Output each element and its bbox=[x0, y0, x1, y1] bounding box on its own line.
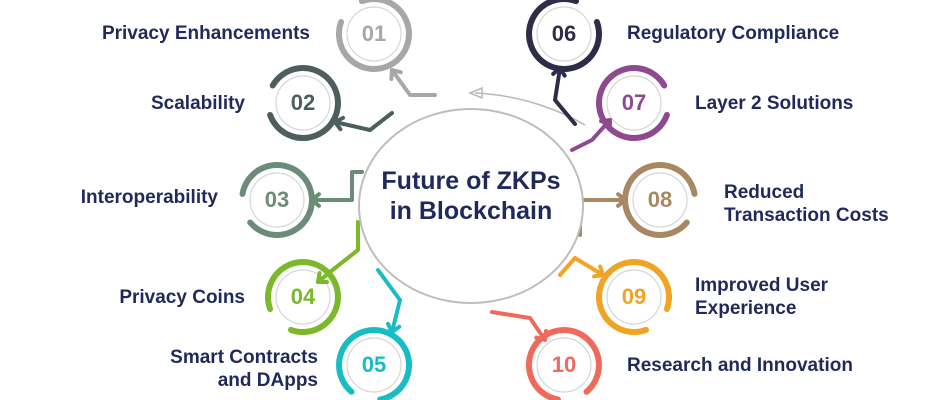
item-09-inner-circle bbox=[606, 269, 662, 325]
center-title-line2: in Blockchain bbox=[389, 197, 553, 225]
item-07-connector bbox=[570, 118, 612, 152]
item-01-number: 01 bbox=[361, 21, 387, 46]
center-title-line1: Future of ZKPs bbox=[381, 167, 561, 195]
item-09-label-line1: Improved User bbox=[695, 275, 829, 296]
item-05-label: Smart Contracts and DApps bbox=[170, 346, 318, 392]
item-09-label: Improved User Experience bbox=[695, 274, 828, 320]
item-04-inner-circle bbox=[275, 269, 331, 325]
center-circle bbox=[358, 108, 584, 304]
item-02-connector bbox=[333, 111, 394, 132]
item-06-label: Regulatory Compliance bbox=[627, 23, 840, 44]
item-05-label-line1: Smart Contracts bbox=[170, 347, 318, 368]
item-06-ring bbox=[526, 0, 602, 72]
item-04-number: 04 bbox=[290, 284, 316, 309]
item-05-number: 05 bbox=[361, 352, 387, 377]
item-01-arrowhead bbox=[389, 68, 403, 81]
item-08-ring bbox=[622, 161, 698, 238]
center-title: Future of ZKPs in Blockchain bbox=[358, 166, 584, 226]
item-06-number: 06 bbox=[551, 21, 577, 46]
item-10-connector bbox=[490, 310, 547, 342]
item-10-number: 10 bbox=[551, 352, 577, 377]
item-05-arrowhead bbox=[386, 321, 402, 334]
item-07-number: 07 bbox=[621, 90, 647, 115]
item-09-connector bbox=[558, 256, 605, 277]
item-03-connector bbox=[310, 170, 364, 202]
item-03-label: Interoperability bbox=[80, 187, 218, 208]
item-03-ring bbox=[239, 161, 315, 238]
item-09-label-line2: Experience bbox=[695, 298, 797, 319]
item-10-ring bbox=[525, 327, 602, 400]
item-08-inner-circle bbox=[632, 172, 688, 228]
item-03-arrowhead bbox=[310, 192, 321, 208]
item-01-inner-circle bbox=[346, 6, 402, 62]
item-02-label: Scalability bbox=[151, 93, 245, 114]
top-arc-connector bbox=[474, 92, 586, 126]
item-09-arrowhead bbox=[592, 264, 605, 279]
item-04-label: Privacy Coins bbox=[119, 287, 245, 308]
item-02-number: 02 bbox=[290, 90, 316, 115]
item-01-label: Privacy Enhancements bbox=[101, 23, 310, 44]
item-08-number: 08 bbox=[647, 187, 673, 212]
item-07-label: Layer 2 Solutions bbox=[695, 93, 854, 114]
item-06-arrowhead bbox=[551, 66, 567, 78]
item-09-number: 09 bbox=[621, 284, 647, 309]
item-08-label-line2: Transaction Costs bbox=[724, 205, 889, 226]
item-05-label-line2: and DApps bbox=[217, 370, 318, 391]
item-01-connector bbox=[390, 68, 437, 97]
item-08-arrowhead bbox=[616, 192, 627, 208]
item-07-ring bbox=[596, 65, 670, 142]
item-09-ring bbox=[596, 259, 672, 335]
top-arc-arrowhead bbox=[468, 86, 483, 100]
item-08-label-line1: Reduced bbox=[724, 182, 805, 203]
item-02-ring bbox=[267, 65, 341, 142]
item-10-label: Research and Innovation bbox=[627, 355, 853, 376]
item-06-inner-circle bbox=[536, 6, 592, 62]
item-05-connector bbox=[376, 268, 402, 334]
item-10-arrowhead bbox=[534, 329, 548, 342]
item-02-arrowhead bbox=[333, 115, 345, 132]
item-08-label: Reduced Transaction Costs bbox=[724, 181, 889, 227]
item-05-ring bbox=[336, 327, 413, 400]
item-04-connector bbox=[316, 220, 360, 284]
item-07-inner-circle bbox=[606, 75, 662, 131]
item-01-ring bbox=[336, 0, 412, 72]
item-03-inner-circle bbox=[249, 172, 305, 228]
item-10-inner-circle bbox=[536, 337, 592, 393]
item-04-arrowhead bbox=[316, 271, 329, 284]
item-03-number: 03 bbox=[264, 187, 290, 212]
item-05-inner-circle bbox=[346, 337, 402, 393]
item-06-connector bbox=[553, 66, 577, 126]
item-07-arrowhead bbox=[599, 118, 612, 131]
item-02-inner-circle bbox=[275, 75, 331, 131]
